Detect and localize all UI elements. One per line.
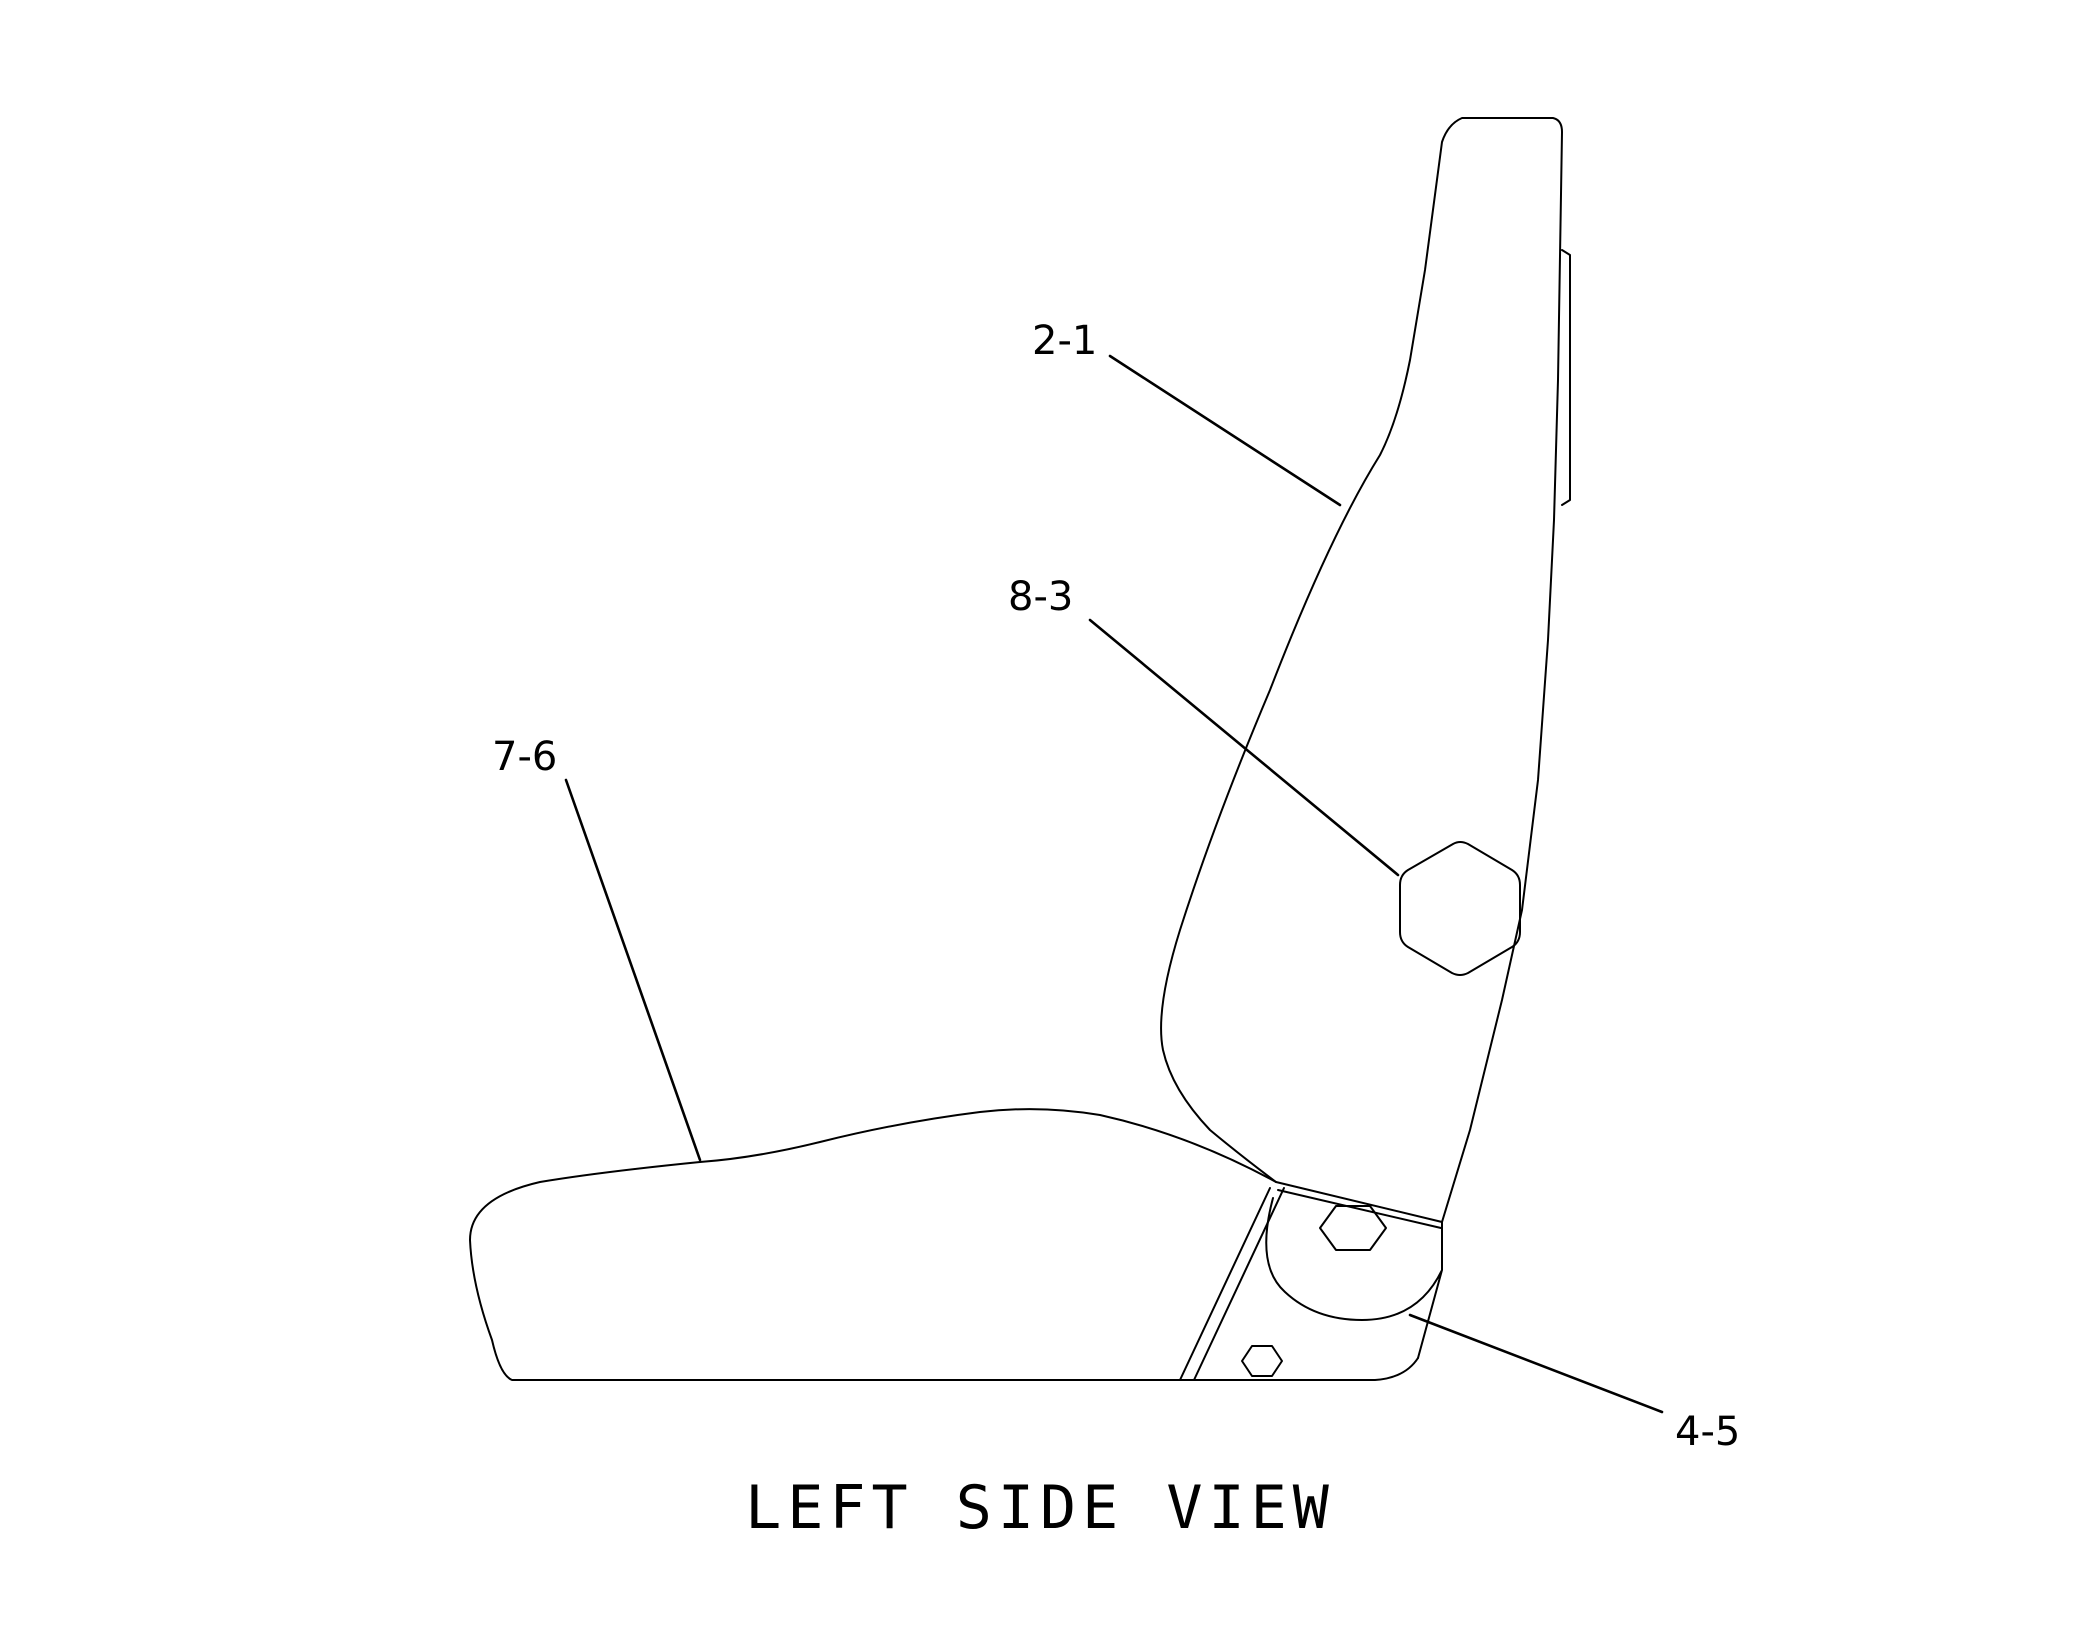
backrest-outline — [1160, 117, 1563, 1223]
leader-pivot — [1408, 1313, 1664, 1414]
callout-pivot: 4-5 — [1675, 1409, 1740, 1455]
lower-hex-bolt — [1241, 1345, 1283, 1377]
leader-cushion — [564, 778, 702, 1162]
seat-side-panel-edge — [1275, 1181, 1443, 1229]
pivot-hex-bolt — [1319, 1205, 1387, 1251]
callout-backrest: 2-1 — [1032, 318, 1097, 364]
backrest-rear-strip — [1561, 249, 1571, 506]
view-title: LEFT SIDE VIEW — [745, 1473, 1335, 1543]
leader-knob — [1088, 618, 1400, 877]
leader-backrest — [1108, 354, 1342, 507]
callout-cushion: 7-6 — [492, 734, 557, 780]
seat-cushion-outline — [469, 1108, 1419, 1381]
pivot-bracket — [1265, 1197, 1443, 1359]
callout-knob: 8-3 — [1008, 574, 1073, 620]
recline-knob — [1399, 841, 1521, 976]
